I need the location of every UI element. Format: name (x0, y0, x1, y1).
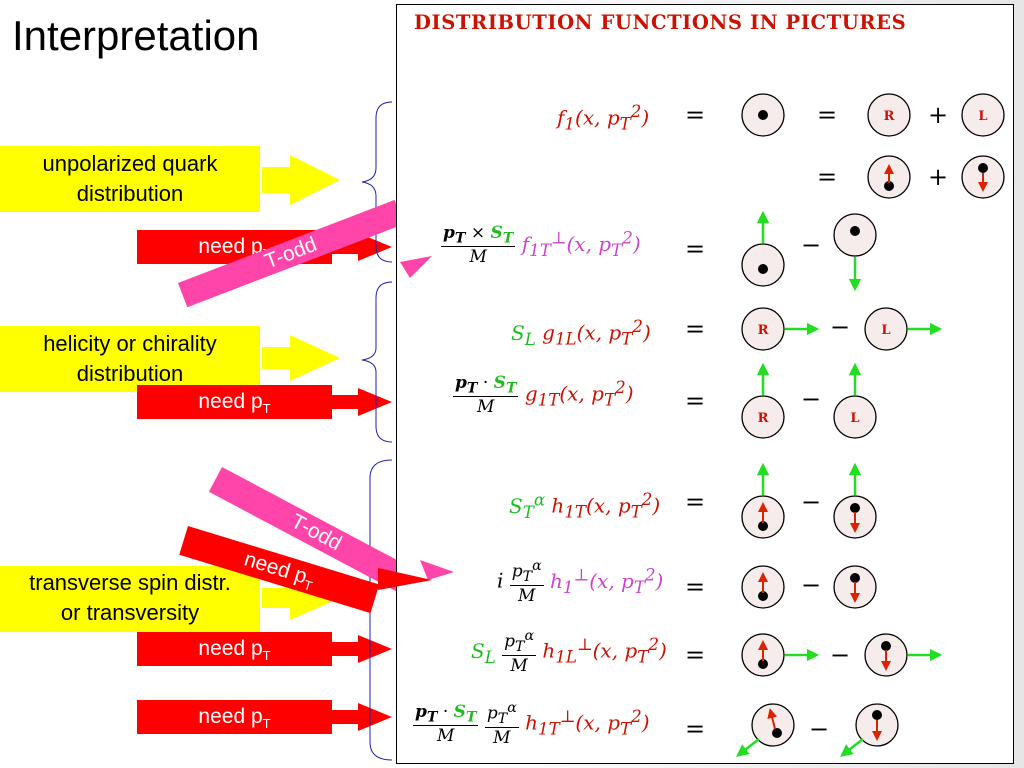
equals-sign: = (817, 101, 838, 129)
R-label: R (758, 323, 769, 338)
minus-sign: − (801, 488, 822, 516)
minus-sign: − (830, 641, 851, 669)
helicity-label: helicity or chirality distribution (0, 326, 260, 392)
need-pt-box: need pT (137, 700, 332, 734)
quark-pictures: R L R L R L (736, 93, 1005, 757)
panel-title: DISTRIBUTION FUNCTIONS IN PICTURES (414, 11, 907, 34)
red-arrow (332, 388, 392, 416)
equals-sign: = (685, 488, 706, 516)
eq-f1: f1(x, pT2) (557, 102, 650, 134)
red-arrow (332, 635, 392, 663)
L-label: L (881, 323, 890, 338)
brace (361, 101, 393, 263)
yellow-arrow (262, 576, 340, 620)
plus-sign: + (928, 101, 949, 129)
equals-sign: = (685, 715, 706, 743)
red-arrow-tip (378, 568, 432, 590)
minus-sign: − (801, 385, 822, 413)
equals-sign: = (685, 573, 706, 601)
distribution-panel: DISTRIBUTION FUNCTIONS IN PICTURES f1(x,… (396, 4, 1014, 764)
need-pt-box: need pT (137, 385, 332, 419)
yellow-arrow (262, 335, 340, 381)
minus-sign: − (801, 571, 822, 599)
pink-arrow-tip (400, 256, 432, 278)
eq-g1L: SL g1L(x, pT2) (511, 317, 651, 349)
eq-h1T: STα h1T(x, pT2) (509, 490, 661, 522)
minus-sign: − (809, 715, 830, 743)
need-pt-box: need pT (137, 632, 332, 666)
red-arrow (332, 703, 392, 731)
yellow-arrow (262, 155, 340, 205)
transverse-label: transverse spin distr. or transversity (0, 566, 260, 632)
equals-sign: = (685, 101, 706, 129)
L-label: L (978, 109, 987, 124)
equals-sign: = (817, 163, 838, 191)
equals-sign: = (685, 235, 706, 263)
unpolarized-label: unpolarized quark distribution (0, 146, 260, 212)
equals-sign: = (685, 641, 706, 669)
plus-sign: + (928, 163, 949, 191)
equals-sign: = (685, 387, 706, 415)
minus-sign: − (801, 231, 822, 259)
L-label: L (850, 411, 859, 426)
R-label: R (758, 411, 769, 426)
minus-sign: − (830, 313, 851, 341)
equals-sign: = (685, 315, 706, 343)
slide-title: Interpretation (12, 12, 260, 59)
R-label: R (884, 109, 895, 124)
brace (361, 281, 393, 443)
pink-arrow-tip (420, 560, 454, 580)
